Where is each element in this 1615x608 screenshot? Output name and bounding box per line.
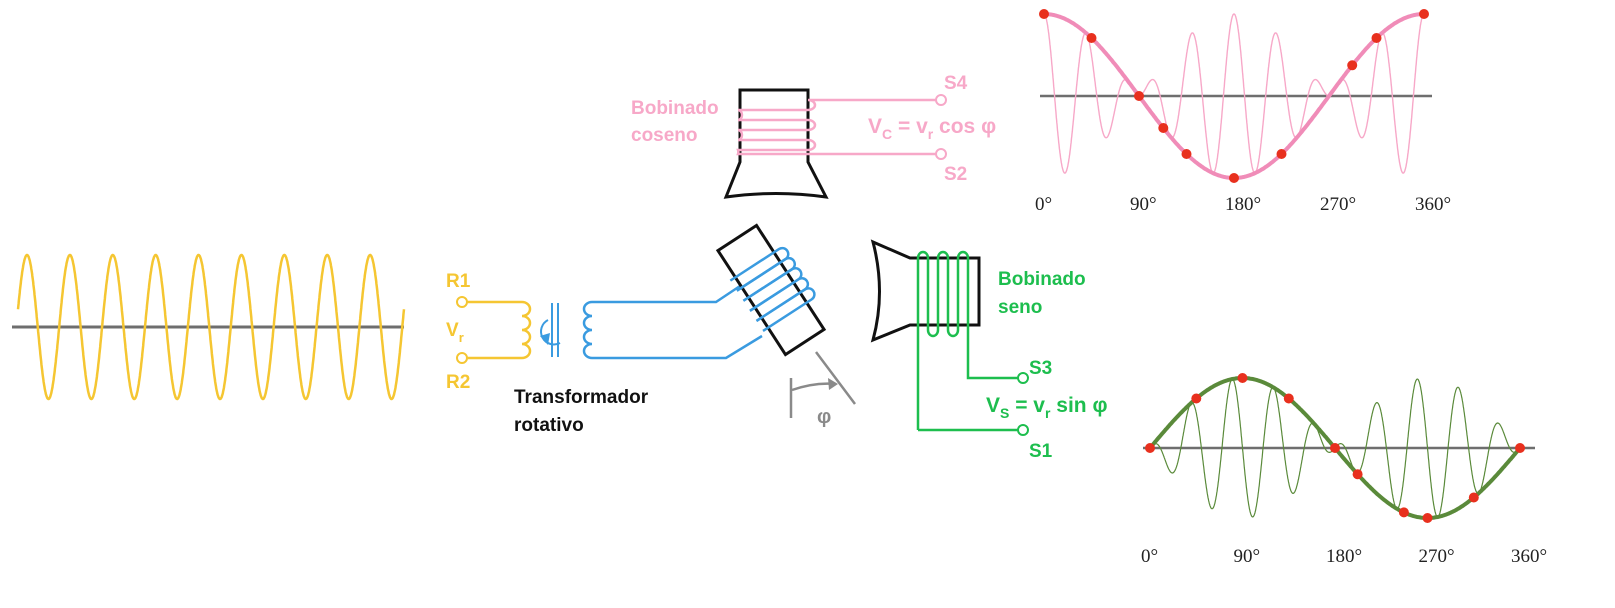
terminal-r2 — [456, 352, 468, 364]
sine-tick-labels: 0° 90° 180° 270° 360° — [1141, 546, 1547, 567]
terminal-r1 — [456, 296, 468, 308]
label-r2: R2 — [446, 372, 470, 393]
tick-label: 0° — [1141, 546, 1158, 567]
sample-point — [1398, 507, 1409, 518]
sample-point — [1352, 469, 1363, 480]
tick-label: 360° — [1415, 194, 1451, 215]
label-cosine-winding-line1: Bobinado — [631, 98, 719, 119]
label-phi: φ — [817, 406, 831, 428]
tick-label: 90° — [1234, 546, 1261, 567]
terminal-s1 — [1017, 424, 1029, 436]
terminal-s4 — [935, 94, 947, 106]
angle-arrow-head-icon — [828, 378, 838, 390]
sample-point — [1191, 393, 1202, 404]
cosine-stator-core — [723, 88, 829, 199]
sine-stator — [870, 239, 1029, 436]
sample-point — [1237, 373, 1248, 383]
rotor-winding — [729, 246, 816, 333]
cosine-sample-points — [1039, 9, 1429, 183]
sample-point — [1330, 443, 1340, 453]
tick-label: 0° — [1035, 194, 1052, 215]
sample-point — [1145, 443, 1155, 453]
rotor — [715, 223, 827, 357]
label-s2: S2 — [944, 164, 967, 185]
sample-point — [1039, 9, 1049, 19]
cosine-winding — [736, 98, 940, 156]
label-transformer-line1: Transformador — [514, 387, 649, 408]
label-r1: R1 — [446, 271, 471, 292]
sine-sample-points — [1145, 373, 1525, 523]
terminal-s2 — [935, 148, 947, 160]
label-sine-winding-line2: seno — [998, 297, 1042, 318]
tick-label: 270° — [1320, 194, 1356, 215]
label-cosine-winding-line2: coseno — [631, 125, 698, 146]
sample-point — [1086, 33, 1097, 43]
cosine-output-chart: 0° 90° 180° 270° 360° — [1035, 9, 1451, 215]
label-s4: S4 — [944, 73, 968, 94]
reference-wave-line — [16, 253, 406, 401]
terminal-s3 — [1017, 372, 1029, 384]
tick-label: 180° — [1225, 194, 1261, 215]
label-sine-equation: VS = vr sin φ — [986, 394, 1107, 421]
sample-point — [1468, 492, 1479, 503]
sample-point — [1181, 149, 1192, 159]
primary-coil — [467, 300, 532, 360]
label-s1: S1 — [1029, 441, 1053, 462]
sample-point — [1371, 33, 1382, 43]
sine-stator-core — [870, 239, 981, 343]
label-transformer-line2: rotativo — [514, 415, 584, 436]
label-s3: S3 — [1029, 358, 1052, 379]
sample-point — [1347, 60, 1358, 71]
cosine-tick-labels: 0° 90° 180° 270° 360° — [1035, 194, 1451, 215]
tick-label: 90° — [1130, 194, 1157, 215]
sample-point — [1422, 513, 1433, 523]
label-cosine-equation: VC = vr cos φ — [868, 115, 996, 142]
rotary-transformer — [456, 284, 763, 364]
cosine-stator — [723, 88, 947, 199]
sample-point — [1515, 443, 1525, 453]
tick-label: 360° — [1511, 546, 1547, 567]
secondary-coil — [582, 284, 763, 360]
sample-point — [1134, 91, 1144, 101]
cosine-carrier-line — [1043, 13, 1425, 174]
sample-point — [1419, 9, 1429, 19]
rotor-core — [715, 223, 827, 357]
tick-label: 270° — [1419, 546, 1455, 567]
tick-label: 180° — [1326, 546, 1362, 567]
label-vr: Vr — [446, 320, 464, 345]
sample-point — [1229, 173, 1239, 183]
sine-output-chart: 0° 90° 180° 270° 360° — [1141, 373, 1547, 567]
sample-point — [1276, 149, 1287, 159]
rotation-arrow-head-icon — [540, 333, 550, 345]
sample-point — [1158, 123, 1169, 133]
reference-wave-plot — [12, 253, 406, 401]
sine-winding — [916, 250, 1018, 432]
label-sine-winding-line1: Bobinado — [998, 269, 1086, 290]
sample-point — [1283, 393, 1294, 404]
